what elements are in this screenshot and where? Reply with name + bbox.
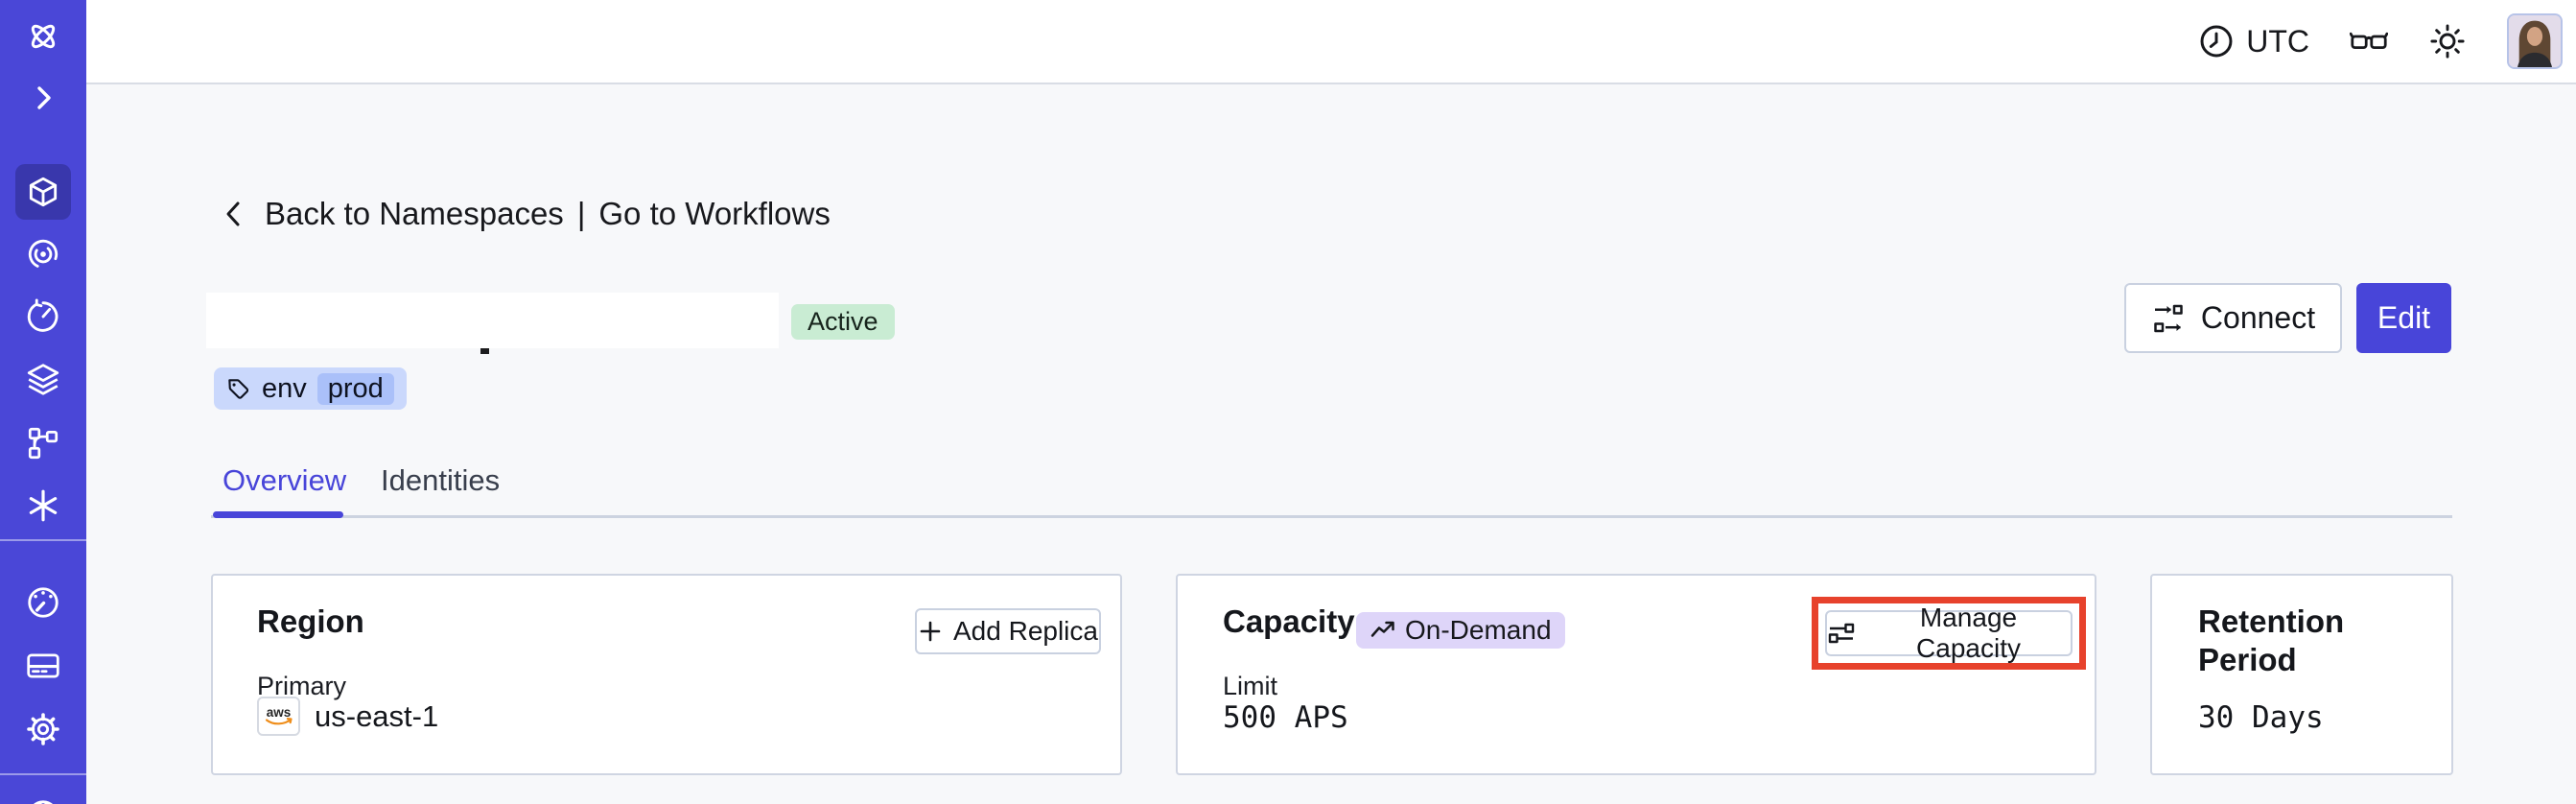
timezone-label: UTC — [2246, 23, 2309, 59]
aws-logo-icon: aws — [257, 697, 300, 736]
annotation-highlight-box: Manage Capacity — [1812, 597, 2086, 670]
capacity-card-title: Capacity — [1223, 603, 1355, 639]
region-value-row: aws us-east-1 — [257, 697, 438, 736]
retention-card: Retention Period 30 Days — [2150, 574, 2453, 775]
tag-key: env — [262, 372, 307, 404]
breadcrumb-workflows-link[interactable]: Go to Workflows — [598, 196, 831, 231]
add-replica-label: Add Replica — [953, 616, 1098, 646]
manage-capacity-button[interactable]: Manage Capacity — [1825, 603, 2073, 663]
sidebar-item credit-card-icon[interactable] — [25, 648, 61, 684]
sidebar-item gear-icon[interactable] — [25, 711, 61, 747]
trending-up-icon — [1370, 617, 1396, 644]
retention-value: 30 Days — [2198, 700, 2324, 735]
user-avatar[interactable] — [2507, 13, 2563, 69]
plus-icon — [918, 619, 943, 644]
sidebar-item history-clock-icon[interactable] — [25, 298, 61, 335]
tab-identities[interactable]: Identities — [381, 463, 501, 497]
region-field-label: Primary — [257, 672, 346, 700]
sidebar-expand-chevron-right-icon[interactable] — [26, 81, 60, 115]
edit-button-label: Edit — [2377, 300, 2431, 335]
sidebar-item layers-icon[interactable] — [25, 362, 61, 398]
add-replica-button[interactable]: Add Replica — [915, 608, 1101, 654]
topbar: UTC — [86, 0, 2576, 84]
region-card-title: Region — [257, 603, 364, 639]
on-demand-badge: On-Demand — [1356, 612, 1565, 649]
status-badge: Active — [791, 304, 895, 340]
tabs-divider-line — [211, 515, 2452, 518]
sliders-icon — [1827, 619, 1856, 648]
theme-toggle sun-icon[interactable] — [2428, 22, 2467, 60]
namespace-tag-chip[interactable]: env prod — [214, 367, 407, 410]
svg-text:aws: aws — [267, 705, 292, 720]
region-value: us-east-1 — [315, 698, 439, 733]
breadcrumb[interactable]: Back to Namespaces | Go to Workflows — [219, 194, 831, 234]
main-content: Back to Namespaces | Go to Workflows Act… — [86, 84, 2576, 804]
breadcrumb-back-link[interactable]: Back to Namespaces — [265, 196, 564, 231]
sidebar-item gauge-icon[interactable] — [25, 584, 61, 621]
tag-value: prod — [316, 372, 394, 405]
namespace-title-redaction — [206, 293, 779, 348]
chevron-left-icon — [219, 199, 249, 229]
redaction-artifact-dot — [480, 348, 489, 354]
sidebar-divider — [0, 539, 86, 541]
sidebar-item-namespaces cube-icon[interactable] — [25, 174, 61, 210]
breadcrumb-separator: | — [576, 196, 586, 231]
clock-icon — [2198, 23, 2235, 59]
connect-button[interactable]: Connect — [2124, 283, 2342, 353]
sidebar-divider — [0, 773, 86, 775]
temporal-logo-icon[interactable] — [24, 17, 62, 56]
on-demand-badge-label: On-Demand — [1405, 615, 1552, 645]
manage-capacity-label: Manage Capacity — [1916, 603, 2021, 663]
sidebar — [0, 0, 86, 804]
region-card: Region Add Replica Primary aws us-east-1 — [211, 574, 1122, 775]
sidebar-item branch-icon[interactable] — [25, 425, 61, 461]
capacity-field-label: Limit — [1223, 672, 1278, 700]
edit-button[interactable]: Edit — [2356, 283, 2451, 353]
capacity-card: Capacity On-Demand — [1176, 574, 2096, 775]
tab-overview[interactable]: Overview — [222, 463, 347, 497]
sidebar-item globe-icon[interactable] — [25, 797, 61, 804]
capacity-value: 500 APS — [1223, 700, 1348, 735]
retention-card-title: Retention Period — [2198, 603, 2345, 677]
glasses-icon[interactable] — [2350, 22, 2388, 60]
sidebar-item asterisk-icon[interactable] — [25, 487, 61, 524]
connect-icon — [2151, 301, 2186, 336]
sidebar-item spiral-icon[interactable] — [25, 236, 61, 272]
active-tab-underline — [213, 511, 343, 518]
connect-button-label: Connect — [2200, 300, 2316, 335]
timezone-selector[interactable]: UTC — [2198, 23, 2309, 59]
tag-icon — [225, 376, 251, 402]
